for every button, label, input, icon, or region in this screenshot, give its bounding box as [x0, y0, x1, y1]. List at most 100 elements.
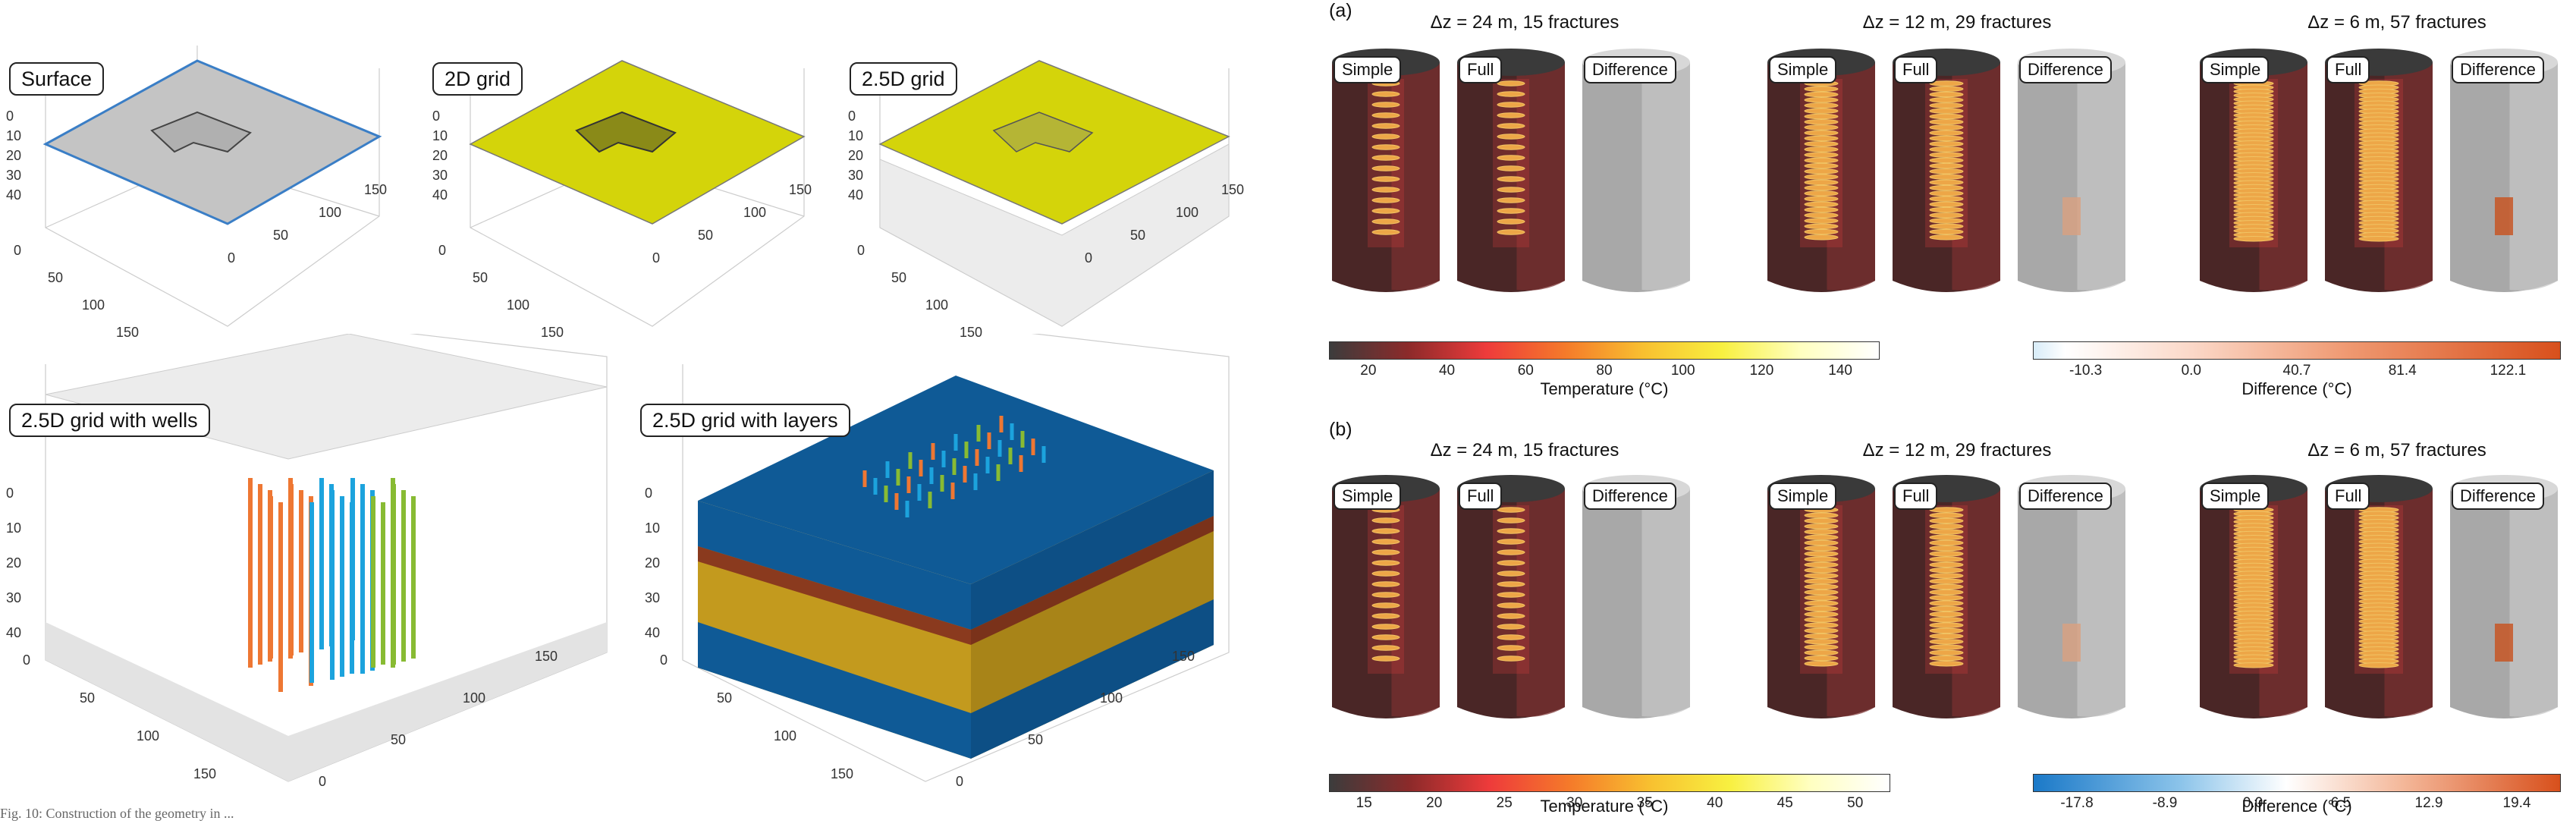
fracture-mark	[1371, 112, 1400, 118]
colorbar-tick: 140	[1828, 363, 1852, 379]
x-tick: 0	[23, 652, 31, 668]
fracture-mark	[1371, 528, 1400, 534]
x-tick: 150	[831, 766, 854, 781]
fracture-mark	[1929, 223, 1964, 229]
fracture-mark	[1804, 639, 1839, 645]
fracture-mark	[1929, 196, 1964, 202]
fracture-mark	[1804, 627, 1839, 634]
fracture-mark	[1497, 187, 1525, 193]
fracture-mark	[1497, 219, 1525, 225]
fracture-mark	[1371, 539, 1400, 545]
y-tick: 0	[956, 774, 964, 789]
fracture-mark	[1804, 97, 1839, 103]
fracture-mark	[1929, 539, 1964, 546]
fracture-mark	[1804, 146, 1839, 152]
difference-label: Difference	[2019, 56, 2112, 83]
x-tick: 100	[82, 297, 105, 313]
colorbar-tick: 40	[1438, 363, 1456, 379]
x-tick: 0	[438, 243, 447, 258]
fracture-mark	[1371, 187, 1400, 193]
z-tick: 10	[6, 520, 22, 536]
fracture-mark	[1804, 595, 1839, 601]
fracture-mark	[1804, 102, 1839, 108]
fracture-mark	[1929, 86, 1964, 92]
fracture-mark	[1804, 206, 1839, 213]
fracture-mark	[1804, 86, 1839, 92]
z-tick: 0	[6, 486, 14, 501]
fracture-mark	[1497, 102, 1525, 108]
fracture-mark	[1497, 123, 1525, 129]
fracture-mark	[1804, 649, 1839, 656]
x-tick: 100	[774, 728, 797, 744]
colorbar-tick: 6.5	[2330, 795, 2351, 811]
surface-panel: Surface	[0, 38, 410, 349]
fracture-mark	[1497, 539, 1525, 545]
surface-plot	[42, 38, 382, 327]
fracture-mark	[1929, 611, 1964, 618]
fracture-mark	[1804, 152, 1839, 158]
wells-panel: 2.5D grid with wells	[0, 325, 637, 804]
fracture-mark	[1929, 130, 1964, 136]
z-tick: 0	[848, 108, 856, 124]
fracture-mark	[1497, 571, 1525, 577]
layer-wells-group	[862, 416, 1046, 517]
fracture-mark	[1929, 152, 1964, 158]
y-tick: 50	[1130, 228, 1146, 243]
colorbar-tick: -17.8	[2060, 795, 2094, 811]
difference-label: Difference	[2452, 483, 2544, 510]
y-tick: 0	[1085, 250, 1093, 266]
fracture-mark	[1804, 190, 1839, 196]
fracture-mark	[1929, 661, 1964, 667]
layers-panel: 2.5D grid with layers	[637, 325, 1259, 804]
fracture-mark	[1929, 583, 1964, 590]
fracture-mark	[1371, 155, 1400, 161]
simple-label: Simple	[1334, 483, 1402, 510]
layers-label: 2.5D grid with layers	[640, 404, 850, 437]
fracture-mark	[1804, 201, 1839, 208]
z-tick: 10	[645, 520, 661, 536]
fracture-mark	[1371, 208, 1400, 214]
fracture-mark	[1929, 639, 1964, 645]
y-tick: 100	[743, 205, 767, 220]
figure-caption: Fig. 10: Construction of the geometry in…	[0, 806, 234, 821]
fracture-mark	[1929, 201, 1964, 208]
colorbar-tick: 30	[1566, 795, 1583, 811]
simple-cylinder: Simple	[1329, 46, 1443, 300]
fracture-mark	[1804, 661, 1839, 667]
colorbar-tick: 80	[1596, 363, 1613, 379]
b-temp-colorbar	[1329, 774, 1890, 792]
x-tick: 50	[48, 270, 64, 285]
colorbar-tick: 40.7	[2282, 363, 2311, 379]
y-tick: 0	[652, 250, 661, 266]
a-group2-title: Δz = 12 m, 29 fractures	[1862, 12, 2052, 33]
x-tick: 100	[925, 297, 949, 313]
b-group1-title: Δz = 24 m, 15 fractures	[1430, 440, 1619, 461]
x-tick: 100	[507, 297, 530, 313]
fracture-mark	[1804, 113, 1839, 120]
y-tick: 150	[364, 182, 388, 197]
fracture-mark	[1804, 655, 1839, 662]
fracture-mark	[1929, 206, 1964, 213]
fracture-mark	[1371, 134, 1400, 140]
fracture-mark	[1497, 80, 1525, 86]
fracture-mark	[1804, 622, 1839, 628]
fracture-mark	[1804, 583, 1839, 590]
fracture-mark	[1371, 197, 1400, 203]
fracture-mark	[1804, 573, 1839, 579]
x-tick: 50	[80, 690, 96, 706]
fracture-mark	[2358, 662, 2399, 668]
fracture-mark	[2233, 662, 2274, 668]
fracture-mark	[1497, 134, 1525, 140]
full-cylinder: Full	[1454, 46, 1568, 300]
full-label: Full	[1894, 483, 1938, 510]
z-tick: 30	[645, 590, 661, 605]
fracture-mark	[1929, 622, 1964, 628]
fracture-mark	[1804, 124, 1839, 130]
fracture-mark	[1371, 123, 1400, 129]
colorbar-tick: 0.0	[2181, 363, 2202, 379]
fracture-mark	[1929, 157, 1964, 164]
fracture-mark	[1804, 534, 1839, 540]
fracture-mark	[1929, 627, 1964, 634]
fracture-mark	[1929, 190, 1964, 196]
grid25d-panel: 2.5D grid	[834, 46, 1259, 349]
